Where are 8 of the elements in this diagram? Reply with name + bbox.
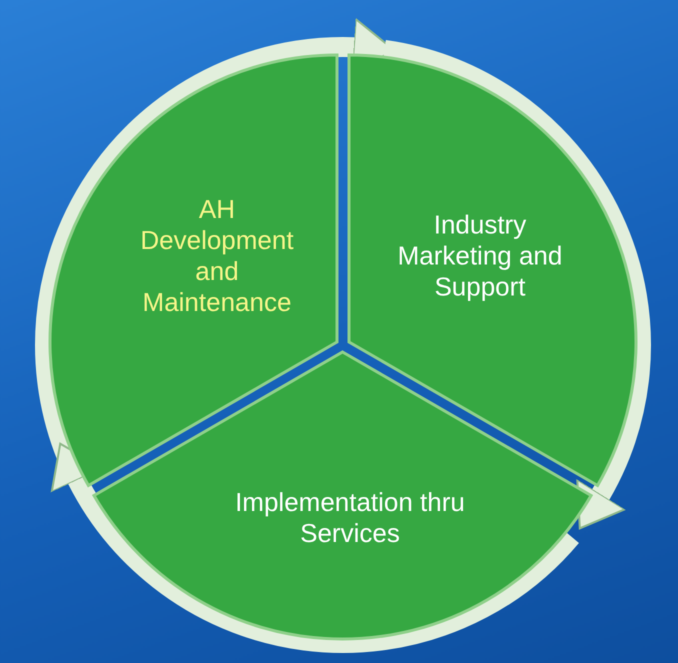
cycle-arrow [382, 40, 650, 530]
pie-segment [349, 54, 636, 485]
pie-segment [94, 352, 592, 639]
segment-label: Implementation thru Services [234, 487, 466, 549]
pie-segment [50, 54, 337, 485]
segment-label: AH Development and Maintenance [139, 194, 295, 318]
segment-label: Industry Marketing and Support [397, 210, 562, 302]
cycle-arrow [52, 444, 579, 653]
